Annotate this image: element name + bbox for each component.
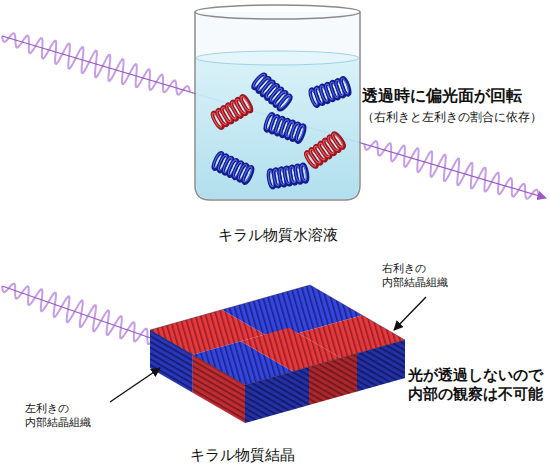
annotation-label: 右利きの 内部結晶組織: [382, 262, 455, 291]
beaker-glass: [195, 12, 360, 200]
coil: [277, 94, 293, 112]
annotation-label: （右利きと左利きの割合に依存）: [362, 110, 542, 125]
coil: [331, 131, 346, 149]
helix: [251, 73, 292, 112]
annotation-label: 左利きの 内部結晶組織: [25, 402, 98, 431]
coil: [239, 94, 253, 113]
molecules: [211, 73, 352, 189]
leader-arrow: [110, 368, 160, 402]
helix: [304, 131, 346, 168]
coil-highlight: [295, 125, 305, 142]
water: [196, 58, 359, 199]
coil-highlight: [331, 133, 344, 149]
coil-highlight: [340, 78, 350, 95]
beaker: [195, 5, 360, 200]
helix: [264, 113, 307, 143]
crystal-edge: [150, 285, 405, 385]
annotation-label: 透過時に偏光面が回転: [362, 86, 522, 107]
helix: [211, 94, 254, 129]
helix: [267, 164, 309, 188]
beaker-rim: [195, 5, 360, 19]
coil: [340, 77, 352, 96]
coil-highlight: [278, 94, 292, 109]
coil-highlight: [239, 95, 251, 111]
leader-arrow: [394, 297, 426, 330]
coil: [300, 164, 309, 183]
crystal-block: [150, 285, 405, 423]
coil-highlight: [300, 164, 308, 181]
annotation-label: キラル物質結晶: [190, 446, 295, 466]
beam-axis: [2, 286, 162, 342]
leader-lines: [110, 297, 426, 402]
face-shade: [245, 340, 405, 423]
coil: [241, 166, 254, 185]
light-waves: [2, 33, 546, 344]
annotation-label: キラル物質水溶液: [218, 226, 338, 246]
beam-axis: [2, 36, 546, 198]
helix: [309, 77, 352, 107]
helix: [212, 152, 255, 185]
water-surface: [196, 51, 359, 65]
coil: [295, 124, 307, 143]
annotation-label: 光が透過しないので 内部の観察は不可能: [408, 366, 543, 404]
coil-highlight: [242, 166, 253, 183]
